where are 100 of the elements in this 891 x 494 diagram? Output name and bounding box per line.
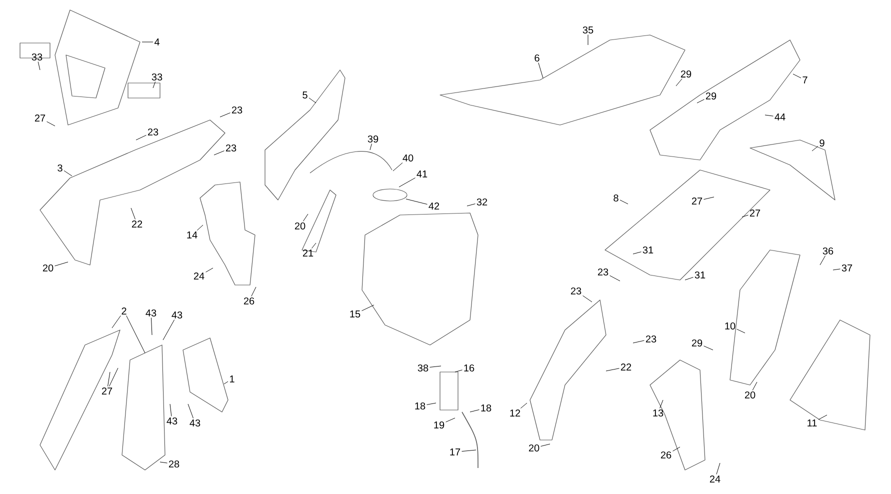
leader-line — [454, 370, 462, 372]
callout-number: 13 — [653, 409, 664, 417]
leader-line — [150, 317, 152, 336]
leader-line — [704, 346, 714, 350]
leader-line — [820, 255, 826, 266]
leader-line — [224, 381, 228, 384]
leader-line — [792, 74, 802, 78]
leader-line — [54, 262, 68, 266]
callout-number: 20 — [528, 444, 540, 452]
callout-number: 26 — [244, 297, 254, 305]
callout-number: 40 — [402, 154, 414, 162]
leader-line — [832, 268, 840, 270]
callout-number: 27 — [692, 198, 702, 204]
callout-number: 8 — [614, 194, 618, 202]
callout-number: 33 — [32, 53, 42, 61]
leader-line — [540, 444, 550, 447]
leader-line — [362, 304, 374, 312]
leader-line — [742, 214, 748, 218]
leader-line — [764, 114, 774, 116]
leader-line — [108, 372, 110, 387]
callout-number: 23 — [570, 287, 582, 295]
shroud-drawing — [530, 300, 606, 440]
callout-number: 14 — [187, 232, 198, 238]
leader-line — [462, 450, 476, 452]
callout-number: 36 — [822, 247, 834, 255]
callout-number: 42 — [428, 202, 440, 210]
callout-number: 12 — [510, 410, 520, 416]
callout-number: 31 — [694, 271, 706, 279]
callout-number: 10 — [725, 322, 736, 330]
callout-number: 41 — [416, 170, 428, 178]
leader-line — [620, 200, 628, 204]
callout-number: 22 — [620, 364, 632, 370]
callout-number: 35 — [582, 26, 594, 34]
leader-line — [170, 404, 172, 416]
callout-number: 4 — [154, 38, 160, 46]
callout-number: 44 — [774, 114, 786, 120]
leader-line — [130, 208, 136, 220]
leader-line — [632, 340, 644, 344]
callout-number: 23 — [226, 144, 236, 152]
leader-line — [109, 368, 118, 387]
callout-number: 5 — [302, 92, 308, 98]
callout-number: 29 — [680, 70, 692, 78]
leader-line — [214, 150, 224, 156]
callout-number: 7 — [802, 76, 808, 84]
callout-number: 17 — [450, 448, 460, 456]
callout-number: 22 — [132, 220, 142, 228]
callout-number: 16 — [464, 364, 474, 372]
callout-number: 19 — [434, 421, 444, 429]
callout-number: 1 — [230, 376, 234, 382]
callout-number: 27 — [34, 114, 46, 122]
callout-number: 43 — [172, 311, 182, 319]
callout-number: 43 — [190, 419, 200, 427]
callout-number: 3 — [58, 164, 62, 172]
callout-number: 20 — [42, 264, 54, 272]
callout-number: 21 — [302, 250, 314, 256]
leader-line — [220, 112, 230, 118]
leader-line — [812, 146, 818, 152]
leader-line — [660, 400, 664, 408]
leader-line — [704, 196, 714, 200]
leader-line — [606, 368, 620, 372]
leader-line — [430, 366, 442, 368]
side-panel-drawing — [264, 70, 346, 200]
leader-line — [152, 81, 156, 88]
callout-number: 43 — [146, 309, 156, 317]
callout-number: 38 — [418, 364, 428, 372]
callout-number: 43 — [166, 417, 178, 425]
callout-number: 20 — [744, 391, 756, 399]
leader-line — [370, 143, 372, 150]
callout-number: 29 — [706, 92, 716, 100]
leader-line — [162, 319, 175, 340]
leader-line — [196, 224, 204, 231]
leader-line — [538, 62, 544, 78]
leader-line — [112, 315, 121, 328]
leader-line — [312, 242, 316, 249]
leader-line — [46, 121, 56, 126]
leader-line — [188, 404, 194, 418]
leader-line — [446, 418, 456, 422]
callout-number: 24 — [194, 272, 204, 280]
callout-number: 27 — [750, 210, 760, 216]
callout-number: 6 — [534, 54, 540, 62]
leader-line — [38, 61, 40, 70]
leader-line — [470, 409, 480, 412]
leader-line — [126, 315, 146, 354]
leader-line — [716, 462, 720, 475]
callout-number: 39 — [368, 135, 378, 143]
leader-line — [752, 382, 758, 390]
callout-number: 23 — [598, 268, 608, 276]
leader-line — [736, 328, 746, 334]
leader-line — [696, 99, 704, 104]
leader-line — [251, 286, 256, 296]
leader-line — [64, 170, 72, 176]
leader-line — [392, 162, 403, 172]
leader-line — [582, 295, 592, 302]
leader-line — [520, 402, 528, 409]
callout-number: 32 — [476, 198, 488, 206]
leader-line — [632, 252, 642, 254]
callout-number: 23 — [232, 106, 242, 114]
callout-number: 27 — [102, 388, 112, 394]
callout-number: 33 — [152, 73, 162, 81]
leader-line — [684, 277, 694, 280]
